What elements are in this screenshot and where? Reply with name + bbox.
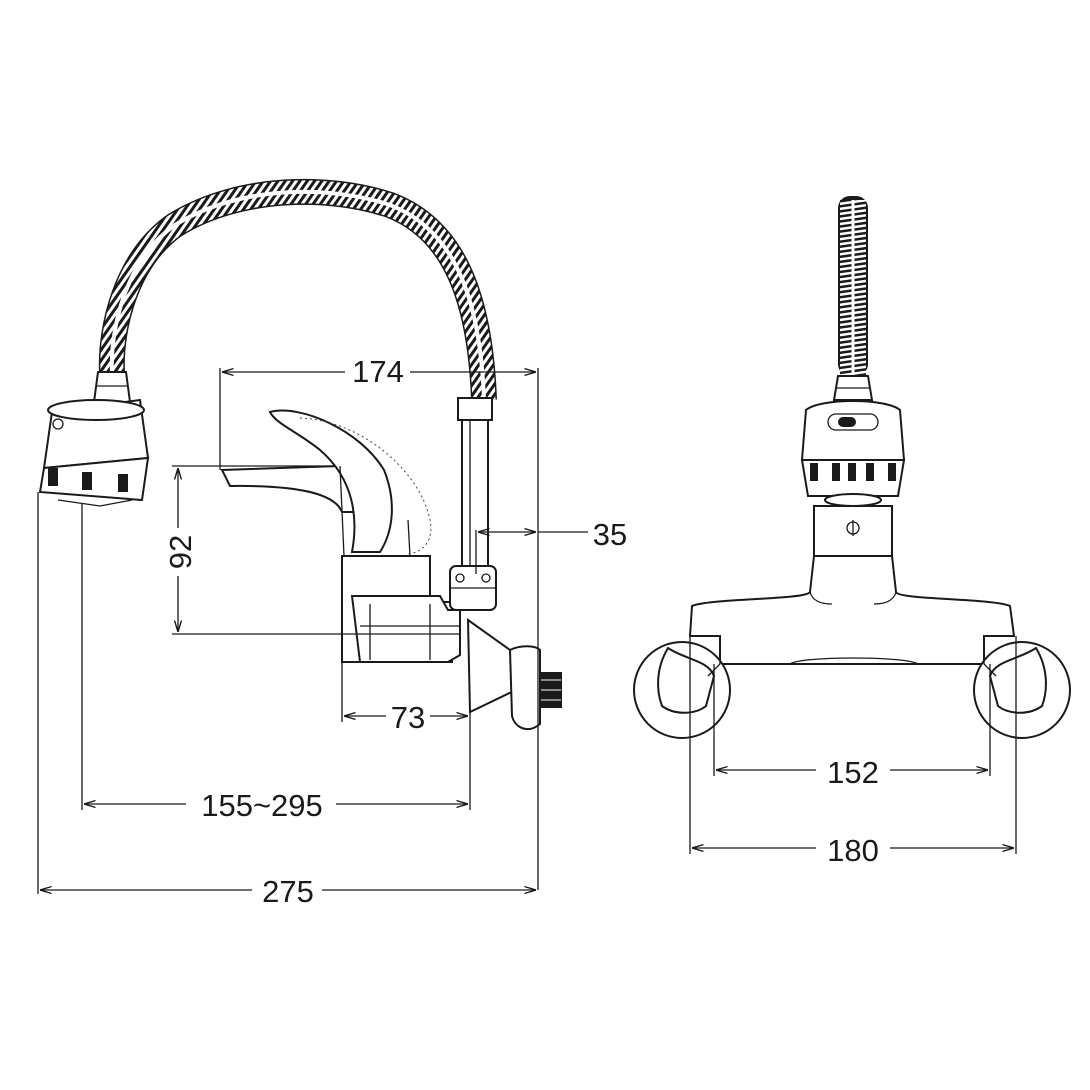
right-eccentric-flange: [973, 635, 1071, 739]
dimension-180: 180: [689, 636, 1017, 868]
dim-label-35: 35: [593, 517, 627, 552]
front-mixer-body: [688, 505, 1016, 665]
dimension-155-295: 155~295: [81, 504, 468, 823]
dimension-275: 275: [37, 492, 536, 909]
dimension-174: 174: [219, 354, 539, 890]
dimension-73: 73: [341, 662, 471, 810]
lever-handle: [220, 409, 432, 557]
wall-connection: [466, 618, 562, 731]
dimension-35: 35: [475, 517, 627, 574]
dim-label-73: 73: [391, 700, 425, 735]
front-hose: [838, 196, 868, 376]
mixer-body: [341, 555, 461, 663]
spray-head: [38, 398, 150, 507]
riser-pipe: [457, 397, 493, 573]
dim-label-180: 180: [827, 833, 879, 868]
dimension-92: 92: [160, 465, 460, 635]
dim-label-174: 174: [352, 354, 404, 389]
hose-collar: [92, 371, 132, 403]
dim-label-152: 152: [827, 755, 879, 790]
side-view: 174 92 35 73 1: [37, 178, 627, 909]
front-view: 152 180: [633, 196, 1071, 868]
hose-connector: [449, 565, 497, 611]
front-spray-head: [800, 400, 906, 507]
dim-label-275: 275: [262, 874, 314, 909]
dimension-152: 152: [713, 664, 991, 790]
dim-label-92: 92: [163, 535, 198, 569]
left-eccentric-flange: [633, 635, 731, 739]
flexible-hose: [98, 178, 497, 401]
dim-label-155-295: 155~295: [201, 788, 323, 823]
